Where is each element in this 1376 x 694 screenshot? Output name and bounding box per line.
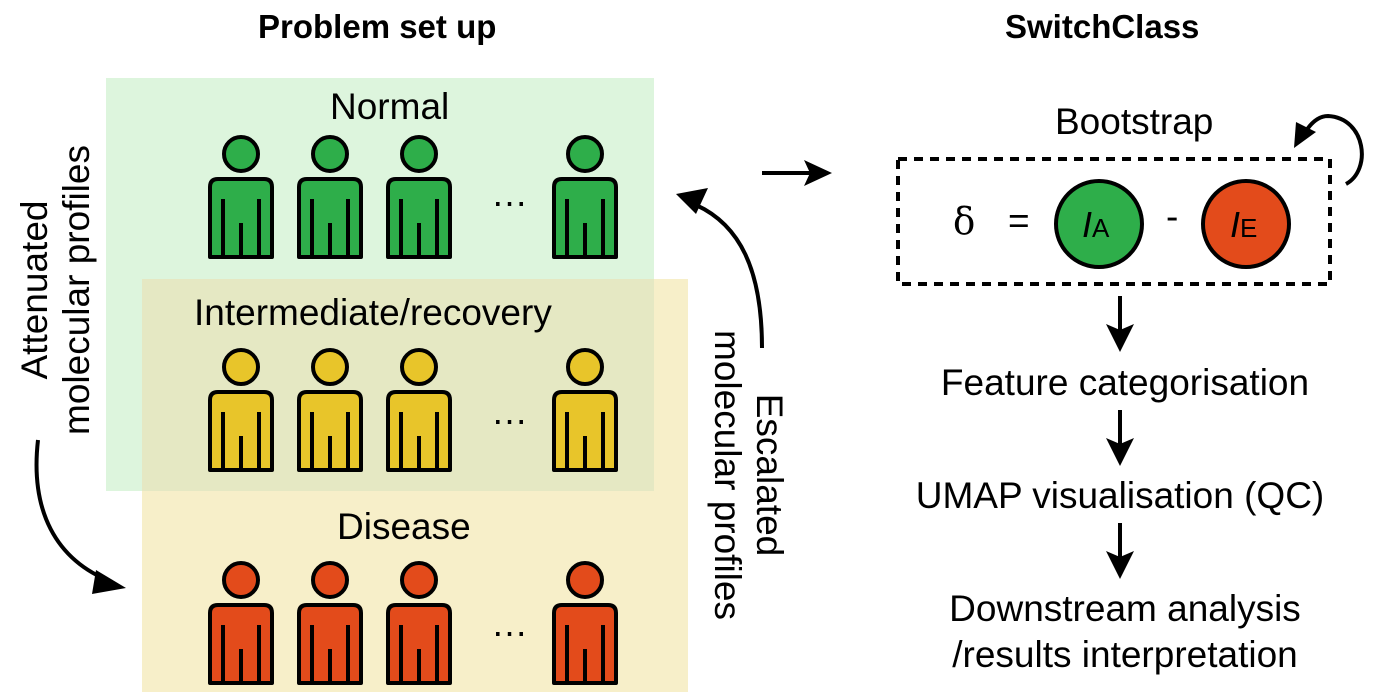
ie-circle	[1201, 179, 1291, 269]
equals-sign: =	[1008, 200, 1030, 241]
person-icon	[552, 135, 618, 259]
escalated-arrowhead	[676, 188, 708, 214]
ia-italic: I	[1082, 204, 1092, 245]
person-icon	[386, 561, 452, 685]
delta-symbol: δ	[953, 200, 976, 243]
ie-italic: I	[1230, 204, 1240, 245]
minus-sign: -	[1166, 196, 1179, 237]
ia-sub: A	[1092, 213, 1110, 243]
group-label-normal: Normal	[330, 86, 450, 127]
down-arrowhead-3	[1106, 551, 1134, 579]
attenuated-arrow	[34, 439, 113, 584]
step-downstream-analysis: Downstream analysis	[949, 588, 1301, 629]
person-icon	[208, 348, 274, 472]
step-feature-categorisation: Feature categorisation	[940, 362, 1310, 403]
bootstrap-label: Bootstrap	[1055, 101, 1214, 142]
ellipsis-intermediate: …	[491, 391, 528, 432]
person-icon	[386, 348, 452, 472]
person-icon	[208, 135, 274, 259]
step-results-interpretation: /results interpretation	[952, 634, 1298, 675]
person-icon	[297, 561, 363, 685]
switchclass-title: SwitchClass	[1005, 8, 1200, 45]
attenuated-arrowhead	[92, 570, 126, 594]
person-icon	[552, 348, 618, 472]
escalated-arrow	[695, 203, 764, 349]
bootstrap-loop-arrow	[1302, 113, 1364, 186]
group-label-intermediate: Intermediate/recovery	[194, 292, 552, 333]
into-switchclass-arrowhead	[804, 160, 832, 186]
step-umap-visualisation: UMAP visualisation (QC)	[915, 475, 1325, 516]
person-icon	[552, 561, 618, 685]
person-icon	[297, 135, 363, 259]
group-label-disease: Disease	[337, 506, 471, 547]
person-icon	[208, 561, 274, 685]
ellipsis-normal: …	[491, 173, 528, 214]
ia-label: IA	[1082, 204, 1110, 245]
ia-circle	[1054, 179, 1144, 269]
bootstrap-box	[896, 157, 1332, 286]
ie-label: IE	[1230, 204, 1257, 245]
person-icon	[386, 135, 452, 259]
bootstrap-loop-arrowhead	[1294, 122, 1316, 148]
problem-setup-title: Problem set up	[258, 8, 497, 45]
ie-sub: E	[1240, 213, 1257, 243]
down-arrowhead-2	[1106, 438, 1134, 466]
ellipsis-disease: …	[491, 603, 528, 644]
down-arrowhead-1	[1106, 324, 1134, 352]
person-icon	[297, 348, 363, 472]
